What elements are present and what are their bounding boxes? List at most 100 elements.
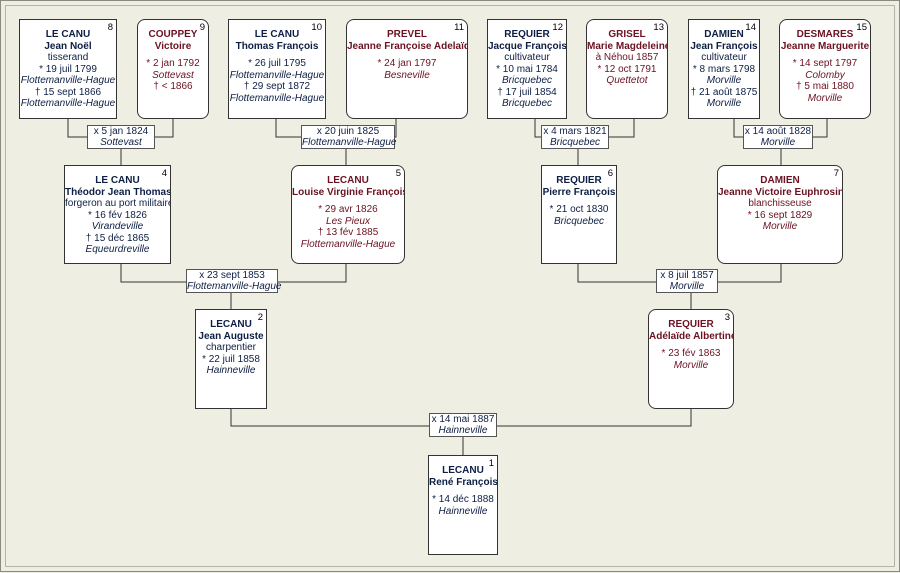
marriage-date: x 14 août 1828 <box>744 126 812 137</box>
person-occupation: charpentier <box>205 342 257 353</box>
marriage-date: x 8 juil 1857 <box>660 270 714 281</box>
person-given-name: Théodor Jean Thomas <box>65 186 171 198</box>
person-birth-date: * 23 fév 1863 <box>661 348 721 359</box>
person-birth-date: * 16 fév 1826 <box>88 209 147 221</box>
person-surname: LECANU <box>210 319 252 330</box>
person-given-name: Jean Auguste <box>198 330 264 342</box>
person-given-name: Pierre François <box>542 186 616 198</box>
marriage-place: Morville <box>760 137 796 148</box>
marriage-date: x 23 sept 1853 <box>199 270 265 281</box>
person-given-name: Jeanne Marguerite <box>780 40 870 52</box>
person-number: 11 <box>454 22 464 33</box>
marriage-box-2-3[interactable]: x 14 mai 1887 Hainneville <box>429 413 497 437</box>
person-surname: REQUIER <box>668 319 714 330</box>
marriage-date: x 5 jan 1824 <box>93 126 149 137</box>
person-box-5[interactable]: 5 LECANU Louise Virginie Françoise * 29 … <box>291 165 405 264</box>
marriage-date: x 20 juin 1825 <box>316 126 380 137</box>
person-occupation: tisserand <box>47 52 89 63</box>
person-death-place: Flottemanville-Hague <box>20 98 116 109</box>
person-birth-place: Flottemanville-Hague <box>20 75 116 86</box>
person-box-1[interactable]: 1 LECANU René François * 14 déc 1888 Hai… <box>428 455 498 555</box>
person-birth-date: * 29 avr 1826 <box>318 204 378 215</box>
person-birth-place: Colomby <box>805 69 845 81</box>
person-birth-date: * 12 oct 1791 <box>597 63 657 75</box>
person-occupation: cultivateur <box>701 52 747 63</box>
person-death-place: Morville <box>706 98 742 109</box>
chart-inner-border <box>5 5 895 567</box>
person-death-date: † 15 sept 1866 <box>34 86 102 98</box>
person-death-date: † 15 déc 1865 <box>85 232 150 244</box>
person-surname: GRISEL <box>608 29 646 40</box>
person-surname: LECANU <box>327 175 369 186</box>
person-box-8[interactable]: 8 LE CANU Jean Noël tisserand * 19 juil … <box>19 19 117 119</box>
person-surname: LE CANU <box>254 29 300 40</box>
person-surname: REQUIER <box>556 175 602 186</box>
person-box-4[interactable]: 4 LE CANU Théodor Jean Thomas forgeron a… <box>64 165 171 264</box>
person-birth-place: Besneville <box>384 69 430 81</box>
person-birth-date: * 14 déc 1888 <box>432 494 494 505</box>
person-number: 10 <box>311 22 322 33</box>
person-given-name: Jean Noël <box>44 40 92 52</box>
person-death-place: Equeurdreville <box>85 244 150 255</box>
person-birth-date: * 19 juil 1799 <box>39 63 97 75</box>
marriage-box-10-11[interactable]: x 20 juin 1825 Flottemanville-Hague <box>301 125 397 149</box>
marriage-place: Hainneville <box>438 425 488 436</box>
person-given-name: René François <box>429 476 498 488</box>
person-birth-place: Hainneville <box>438 505 488 517</box>
person-birth-date: * 14 sept 1797 <box>792 58 858 69</box>
marriage-box-8-9[interactable]: x 5 jan 1824 Sottevast <box>87 125 155 149</box>
person-box-15[interactable]: 15 DESMARES Jeanne Marguerite * 14 sept … <box>779 19 871 119</box>
person-birth-date: * 22 juil 1858 <box>202 353 260 365</box>
person-occupation: cultivateur <box>504 52 550 63</box>
person-number: 1 <box>488 458 494 469</box>
person-birth-place: Flottemanville-Hague <box>229 69 325 81</box>
marriage-box-6-7[interactable]: x 8 juil 1857 Morville <box>656 269 718 293</box>
person-box-3[interactable]: 3 REQUIER Adélaïde Albertine * 23 fév 18… <box>648 309 734 409</box>
person-birth-place: Quettetot <box>606 75 648 86</box>
person-surname: DAMIEN <box>760 175 800 186</box>
person-birth-place: Morville <box>762 221 798 232</box>
person-given-name: Jacque François <box>488 40 567 52</box>
person-box-2[interactable]: 2 LECANU Jean Auguste charpentier * 22 j… <box>195 309 267 409</box>
person-box-12[interactable]: 12 REQUIER Jacque François cultivateur *… <box>487 19 567 119</box>
person-death-date: † 13 fév 1885 <box>317 227 379 238</box>
marriage-box-12-13[interactable]: x 4 mars 1821 Bricquebec <box>541 125 609 149</box>
person-given-name: Jeanne Françoise Adelaïde <box>347 40 468 52</box>
person-birth-place: Morville <box>673 359 709 371</box>
person-given-name: Adélaïde Albertine <box>649 330 734 342</box>
person-box-10[interactable]: 10 LE CANU Thomas François * 26 juil 179… <box>228 19 326 119</box>
person-birth-place: Hainneville <box>206 365 256 376</box>
person-number: 2 <box>257 312 263 323</box>
person-note: à Néhou 1857 <box>595 52 659 63</box>
person-number: 13 <box>653 22 664 33</box>
person-box-11[interactable]: 11 PREVEL Jeanne Françoise Adelaïde * 24… <box>346 19 468 119</box>
person-box-7[interactable]: 7 DAMIEN Jeanne Victoire Euphrosine blan… <box>717 165 843 264</box>
person-box-6[interactable]: 6 REQUIER Pierre François * 21 oct 1830 … <box>541 165 617 264</box>
person-occupation: blanchisseuse <box>748 198 812 209</box>
person-box-9[interactable]: 9 COUPPEY Victoire * 2 jan 1792 Sottevas… <box>137 19 209 119</box>
person-number: 9 <box>199 22 205 33</box>
person-birth-place: Bricquebec <box>553 215 605 227</box>
person-death-date: † < 1866 <box>153 81 193 92</box>
person-death-date: † 29 sept 1872 <box>243 81 311 92</box>
person-birth-date: * 16 sept 1829 <box>747 209 813 221</box>
person-birth-date: * 24 jan 1797 <box>377 58 437 69</box>
person-box-14[interactable]: 14 DAMIEN Jean François cultivateur * 8 … <box>688 19 760 119</box>
person-surname: PREVEL <box>386 29 427 40</box>
marriage-box-14-15[interactable]: x 14 août 1828 Morville <box>743 125 813 149</box>
marriage-place: Bricquebec <box>549 137 601 148</box>
person-death-date: † 17 juil 1854 <box>497 86 557 98</box>
person-death-date: † 5 mai 1880 <box>796 81 854 92</box>
marriage-box-4-5[interactable]: x 23 sept 1853 Flottemanville-Hague <box>186 269 282 293</box>
person-surname: COUPPEY <box>148 29 198 40</box>
person-given-name: Louise Virginie Françoise <box>292 186 405 198</box>
person-box-13[interactable]: 13 GRISEL Marie Magdeleine à Néhou 1857 … <box>586 19 668 119</box>
person-given-name: Thomas François <box>235 40 319 52</box>
person-death-place: Morville <box>807 92 843 104</box>
person-birth-date: * 10 mai 1784 <box>496 63 558 75</box>
person-birth-place: Virandeville <box>91 221 144 232</box>
person-surname: REQUIER <box>504 29 550 40</box>
marriage-place: Flottemanville-Hague <box>302 137 397 148</box>
person-surname: LE CANU <box>45 29 91 40</box>
person-birth-date: * 21 oct 1830 <box>549 204 609 215</box>
